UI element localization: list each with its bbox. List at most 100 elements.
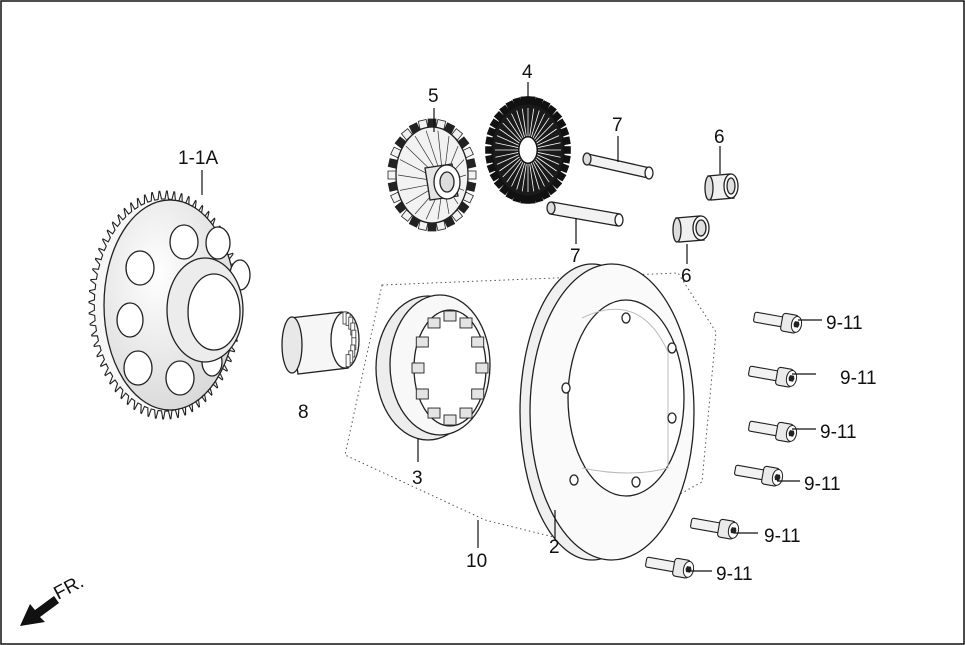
gear-tooth [467,170,477,180]
label-bolt: 9-11 [840,368,877,389]
bushing-lower [672,215,710,243]
arrow-down-left-icon [20,596,59,626]
gear-spoke [397,174,431,181]
housing-bolt-hole [621,312,631,324]
gear-hole [125,250,155,286]
gear-spoke [536,128,557,144]
pin-lower [546,201,624,227]
gear-tooth [427,222,437,232]
clutch-roller [415,336,429,348]
housing-bolt-hole [569,474,579,486]
gear-spoke [496,135,519,146]
clutch-roller [415,388,429,400]
label-clutch-housing: 2 [549,537,560,558]
gear-spoke [502,158,521,178]
clutch-housing [519,263,695,561]
gear-spoke [521,163,527,192]
label-bevel-gear-dark: 4 [522,62,533,83]
gear-hole [169,224,199,260]
gear-spoke [531,110,540,137]
bolt [753,311,803,334]
bolt [690,517,740,540]
label-needle-bearing: 8 [298,402,309,423]
gear-spoke [496,154,519,165]
gear-spoke [529,163,535,192]
gear-spoke [529,108,535,137]
label-bevel-gear-small: 5 [428,86,439,107]
gear-spoke [506,160,522,183]
gear-spoke [437,130,443,168]
gear-tooth [387,170,397,180]
housing-bolt-hole [631,476,641,488]
clutch-roller [471,336,485,348]
housing-bolt-hole [667,412,677,424]
gear-tooth [520,195,529,204]
label-pin-lower: 7 [570,246,581,267]
bolt [748,365,798,388]
gear-spoke [516,163,525,190]
bolt [645,556,695,579]
label-one-way-clutch: 3 [412,468,423,489]
gear-hole [123,350,153,386]
label-starter-gear: 1-1A [178,148,218,169]
gear-spoke [444,135,450,169]
gear-spoke [534,160,550,183]
gear-spoke [521,108,527,137]
gear-spoke [495,142,519,148]
bearing-needle [345,354,351,368]
housing-bolt-hole [561,382,571,394]
clutch-rollers [411,310,489,426]
label-bolt: 9-11 [764,526,801,547]
label-bolt: 9-11 [804,474,841,495]
gear-tooth [427,118,437,128]
label-bolt: 9-11 [826,313,863,334]
gear-hole [116,302,144,338]
gear-spoke [511,161,524,187]
front-direction-indicator: FR. [20,572,87,626]
leader-lines [201,82,822,572]
gear-spoke [502,122,521,142]
gear-hub-bore [187,273,241,351]
gear-spoke [532,113,545,139]
gear-spoke [499,128,520,144]
gear-spoke [535,158,554,178]
clutch-roller [459,317,473,329]
gear-hole [205,226,231,260]
bevel-gear-small [387,118,477,232]
bushing-upper [704,173,739,201]
gear-spoke [516,110,525,137]
gear-spoke [537,142,561,148]
clutch-roller [475,362,489,374]
gear-tooth [527,96,536,105]
label-pin-upper: 7 [612,115,623,136]
gear-spoke [399,184,431,191]
needle-bearing [281,311,360,375]
label-bushing-lower: 6 [681,266,692,287]
gear-tooth [520,96,529,105]
gear-spoke [537,135,560,146]
gear-spoke [534,117,550,140]
label-bolt: 9-11 [820,422,857,443]
bevel-gear-dark [485,96,571,204]
gear-spoke [535,122,554,142]
gear-spoke [506,117,522,140]
gear-spoke [425,130,439,168]
bolt [748,420,798,443]
clutch-roller [411,362,425,374]
bolt [734,464,784,487]
clutch-roller [459,407,473,419]
bearing-needles [342,311,357,368]
pin-upper [582,152,654,180]
one-way-clutch [375,294,491,441]
gear-spoke [537,152,561,158]
clutch-roller [427,407,441,419]
gear-hole [165,360,195,396]
clutch-roller [443,310,457,322]
gear-tooth [527,195,536,204]
gear-spoke [495,152,519,158]
label-assembly: 10 [466,551,487,572]
gear-spoke [536,156,557,172]
